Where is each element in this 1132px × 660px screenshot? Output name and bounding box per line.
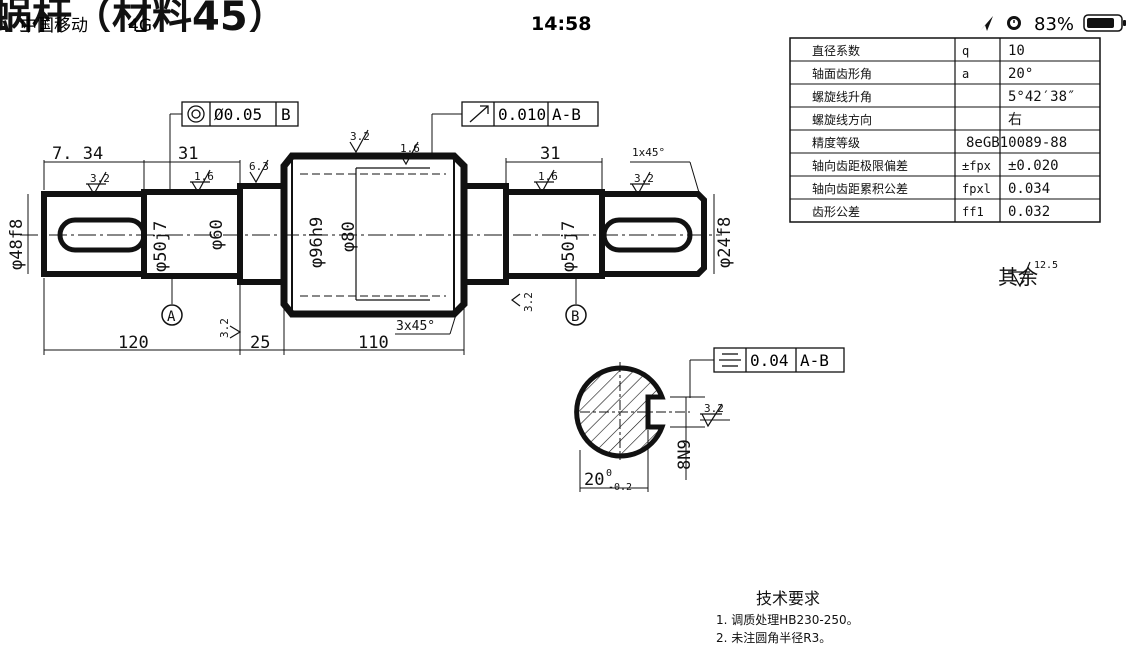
clock: 14:58 xyxy=(531,13,591,35)
dim-31-right: 31 xyxy=(540,144,560,164)
left-keyway xyxy=(57,217,147,253)
dia-96: φ96h9 xyxy=(307,217,327,268)
table-cell-value: 20° xyxy=(1008,66,1033,82)
datum-a: A xyxy=(167,309,176,325)
datum-b: B xyxy=(571,309,579,325)
table-cell-value: 0.034 xyxy=(1008,181,1050,197)
right-shoulder-section xyxy=(461,183,509,285)
symmetry-tol: 0.04 xyxy=(750,351,789,370)
roughness-symbols xyxy=(86,129,1031,428)
symmetry-datum: A-B xyxy=(800,351,829,370)
dim-110: 110 xyxy=(358,333,389,353)
table-cell-name: 直径系数 xyxy=(812,43,860,58)
table-cell-name: 轴向齿距极限偏差 xyxy=(812,158,908,173)
roughness-shoulder: 6.3 xyxy=(249,160,269,173)
table-cell-value: 0.032 xyxy=(1008,204,1050,220)
section-tol-lower: -0.2 xyxy=(608,482,632,493)
runout-datum: A-B xyxy=(552,105,581,124)
symmetry-icon xyxy=(719,353,741,367)
carrier-label: 中国移动 xyxy=(20,16,88,36)
dia-24: φ24f8 xyxy=(715,217,735,268)
table-cell-value: 右 xyxy=(1008,112,1022,128)
table-cell-symbol: q xyxy=(962,44,969,58)
dia-60: φ60 xyxy=(207,219,227,250)
dim-31-left: 31 xyxy=(178,144,198,164)
dia-80: φ80 xyxy=(339,221,359,252)
battery-icon xyxy=(1083,14,1126,32)
coaxiality-tol: Ø0.05 xyxy=(214,105,262,124)
alarm-icon xyxy=(1007,16,1021,30)
roughness-worm-flank: 1.6 xyxy=(400,142,420,155)
keyway-width: 8N9 xyxy=(675,439,695,470)
left-shoulder-section xyxy=(237,183,287,285)
location-icon xyxy=(980,16,993,31)
table-cell-name: 精度等级 xyxy=(812,135,860,150)
table-cell-name: 轴面齿形角 xyxy=(812,66,872,81)
table-cell-symbol: a xyxy=(962,67,969,81)
coaxiality-icon xyxy=(187,105,205,123)
dim-120: 120 xyxy=(118,333,149,353)
battery-percent: 83% xyxy=(1034,14,1074,35)
table-cell-value: ±0.020 xyxy=(1008,158,1059,174)
dim-chamfer-right: 1x45° xyxy=(632,146,665,159)
remaining-value: 12.5 xyxy=(1034,260,1058,271)
runout-tol: 0.010 xyxy=(498,105,546,124)
dim-chamfer-3: 3x45° xyxy=(396,319,435,334)
table-cell-value: 10 xyxy=(1008,43,1025,59)
runout-arrow-icon xyxy=(469,105,489,123)
coaxiality-frame: Ø0.05 B xyxy=(181,101,299,127)
table-cell-value: 5°42′38″ xyxy=(1008,89,1075,105)
coaxiality-datum: B xyxy=(281,105,291,124)
remaining-label: 其余 xyxy=(998,265,1038,289)
roughness-worm-top: 3.2 xyxy=(350,130,370,143)
right-bearing-section xyxy=(503,189,605,279)
right-keyway xyxy=(601,217,693,253)
shaft-main-view xyxy=(20,113,720,398)
symmetry-frame: 0.04 A-B xyxy=(713,347,845,373)
dia-50-left: φ50j7 xyxy=(151,221,171,272)
overlay-title: 蜗杆（材料45） xyxy=(0,0,288,40)
tech-req-item-2: 2. 未注圆角半径R3。 xyxy=(716,630,831,645)
table-cell-name: 螺旋线升角 xyxy=(812,90,872,104)
dia-50-right: φ50j7 xyxy=(559,221,579,272)
runout-frame: 0.010 A-B xyxy=(461,101,599,127)
network-label: 4G xyxy=(128,16,152,36)
roughness-keyway: 3.2 xyxy=(704,402,724,415)
table-cell-name: 齿形公差 xyxy=(812,205,860,219)
table-cell-value: 8eGB10089-88 xyxy=(966,135,1067,151)
dia-48: φ48f8 xyxy=(7,219,27,270)
section-tol-upper: 0 xyxy=(606,468,612,479)
dim-left-length: 7. 34 xyxy=(52,144,103,164)
keyway-cross-section xyxy=(574,362,730,492)
table-cell-symbol: ±fpx xyxy=(962,159,991,173)
worm-body xyxy=(280,152,468,318)
roughness-left-face: 3.2 xyxy=(218,318,231,338)
table-cell-name: 轴向齿距累积公差 xyxy=(812,181,908,196)
table-cell-name: 螺旋线方向 xyxy=(812,112,872,127)
roughness-right-face: 3.2 xyxy=(522,292,535,312)
tech-req-item-1: 1. 调质处理HB230-250。 xyxy=(716,613,859,627)
section-width: 20 xyxy=(584,470,604,490)
status-bar: 蜗杆（材料45） 中国移动 4G 14:58 83% xyxy=(0,0,1132,42)
table-cell-symbol: fpxl xyxy=(962,182,991,196)
right-end-section xyxy=(599,191,707,277)
tech-req-title: 技术要求 xyxy=(756,589,820,608)
dim-25: 25 xyxy=(250,333,270,353)
table-cell-symbol: ff1 xyxy=(962,205,984,219)
